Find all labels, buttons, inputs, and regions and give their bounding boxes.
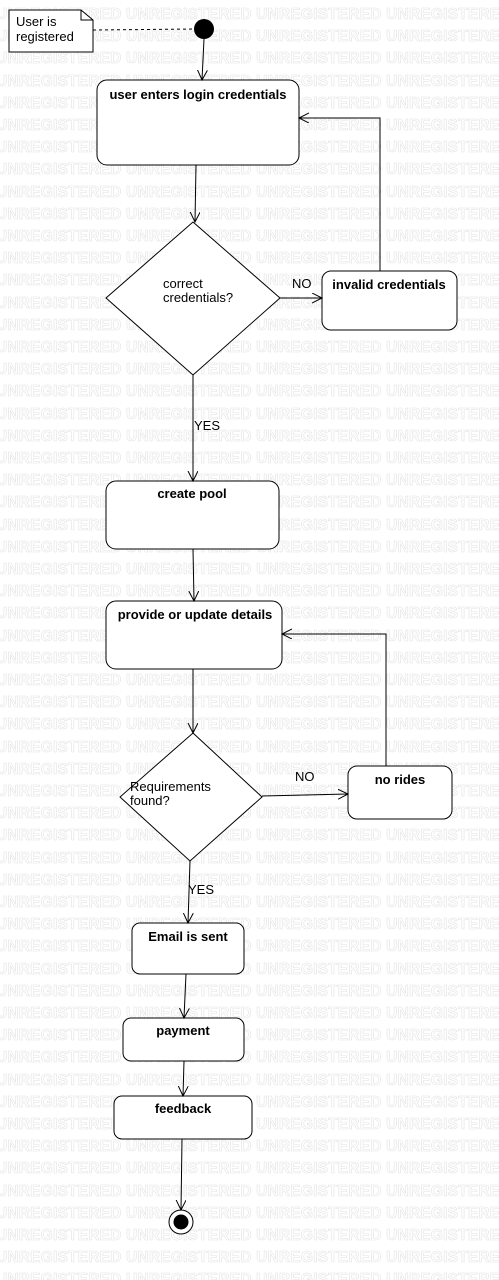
flow-initial-to-login	[202, 38, 204, 80]
activity-feedback[interactable]: feedback	[113, 1095, 253, 1140]
activity-invalid-credentials-label: invalid credentials	[332, 277, 445, 292]
note-text-line2: registered	[16, 29, 74, 44]
flow-create-pool-to-details	[193, 548, 194, 601]
flow-requirements-to-email	[188, 860, 190, 923]
guard-requirements-no: NO	[295, 769, 315, 784]
flow-feedback-to-final	[181, 1138, 182, 1210]
activity-payment[interactable]: payment	[122, 1017, 245, 1062]
flow-invalid-to-login	[299, 118, 381, 271]
activity-email-sent[interactable]: Email is sent	[131, 922, 245, 975]
activity-create-pool-label: create pool	[157, 486, 226, 501]
note-anchor-line	[92, 28, 197, 31]
flow-requirements-to-no-rides	[261, 794, 348, 796]
final-node	[168, 1209, 194, 1235]
guard-credentials-yes: YES	[194, 418, 220, 433]
note-shape	[8, 9, 94, 53]
guard-credentials-no: NO	[292, 276, 312, 291]
decision-requirements[interactable]: Requirements found?	[119, 732, 263, 862]
decision-credentials-line2: credentials?	[163, 290, 233, 305]
flow-login-to-credentials	[195, 164, 196, 222]
decision-requirements-line1: Requirements	[130, 779, 211, 794]
note-fold	[80, 10, 93, 21]
activity-payment-label: payment	[156, 1023, 210, 1038]
flow-no-rides-to-details	[282, 634, 387, 766]
activity-details-label: provide or update details	[118, 607, 273, 622]
activity-feedback-label: feedback	[155, 1101, 212, 1116]
activity-no-rides[interactable]: no rides	[347, 765, 453, 820]
initial-node	[194, 19, 214, 39]
activity-login-label: user enters login credentials	[109, 87, 286, 102]
flow-email-to-payment	[184, 973, 186, 1018]
decision-credentials[interactable]: correct credentials?	[105, 221, 281, 376]
activity-create-pool[interactable]: create pool	[105, 480, 280, 550]
guard-requirements-yes: YES	[188, 882, 214, 897]
decision-credentials-line1: correct	[163, 276, 203, 291]
activity-invalid-credentials[interactable]: invalid credentials	[321, 270, 458, 331]
activity-login[interactable]: user enters login credentials	[96, 79, 300, 166]
flow-payment-to-feedback	[183, 1060, 184, 1096]
activity-email-sent-label: Email is sent	[148, 929, 228, 944]
decision-requirements-line2: found?	[130, 793, 170, 808]
activity-details[interactable]: provide or update details	[105, 600, 283, 670]
activity-no-rides-label: no rides	[375, 772, 426, 787]
note-text-line1: User is	[16, 14, 57, 29]
note: User is registered	[8, 9, 94, 53]
